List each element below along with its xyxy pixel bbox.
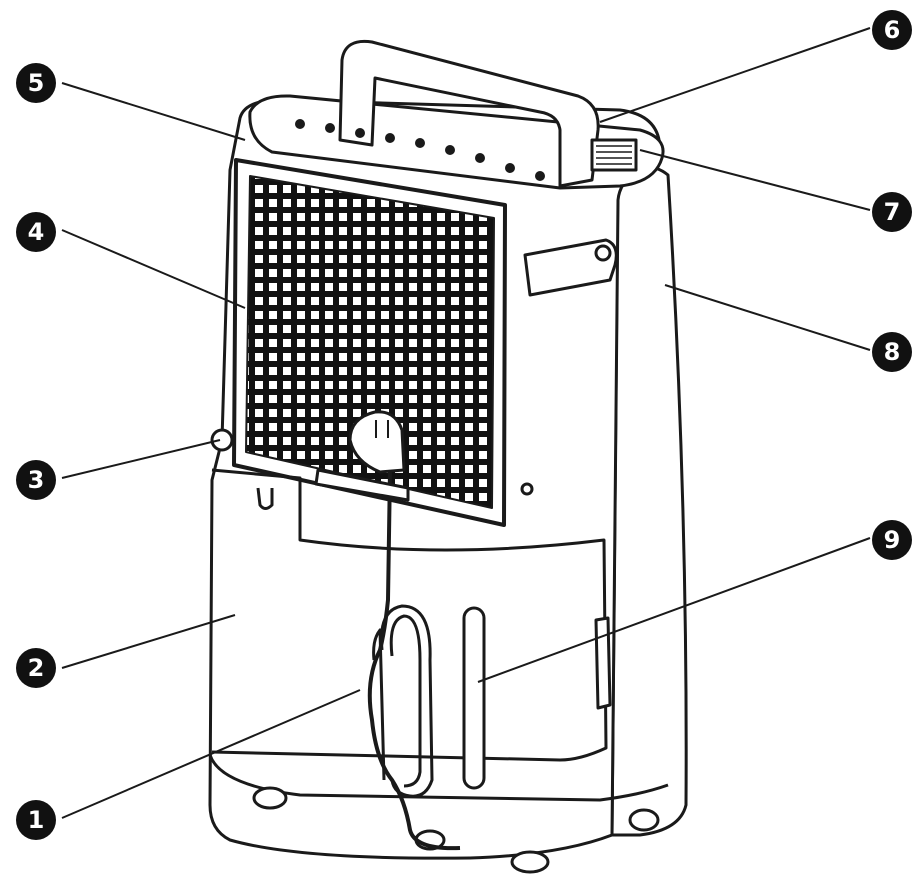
- wheel: [628, 808, 660, 832]
- callout-5: 5: [16, 63, 56, 103]
- callout-label-6: 6: [884, 16, 901, 44]
- callout-label-2: 2: [28, 654, 45, 682]
- leader-line-5: [61, 82, 246, 141]
- right-side-panel: [610, 164, 688, 837]
- dehumidifier-unit: [208, 39, 688, 874]
- leader-line-8: [664, 284, 871, 351]
- callout-label-3: 3: [28, 466, 45, 494]
- water-tank-seam: [211, 468, 608, 762]
- front-indicator: [520, 482, 534, 496]
- callout-4: 4: [16, 212, 56, 252]
- callout-2: 2: [16, 648, 56, 688]
- cord-coil: [372, 604, 434, 798]
- wheel: [252, 786, 288, 810]
- side-handle-knob: [594, 244, 612, 262]
- leader-line-1: [61, 689, 361, 819]
- callout-label-9: 9: [884, 526, 901, 554]
- tank-side-grip: [594, 616, 612, 710]
- callout-7: 7: [872, 192, 912, 232]
- power-plug: [348, 410, 406, 474]
- carry-handle: [338, 39, 600, 188]
- water-level-window: [462, 606, 486, 790]
- callout-label-7: 7: [884, 198, 901, 226]
- panel-buttons: [295, 119, 545, 181]
- callout-label-4: 4: [28, 218, 45, 246]
- callout-label-1: 1: [28, 806, 45, 834]
- base: [208, 754, 669, 802]
- outlet-slats: [596, 145, 632, 165]
- leader-line-6: [599, 27, 871, 123]
- leader-line-4: [61, 229, 246, 309]
- wheel: [510, 850, 550, 874]
- callout-1: 1: [16, 800, 56, 840]
- air-outlet: [590, 138, 638, 172]
- callout-label-5: 5: [28, 69, 45, 97]
- leader-line-7: [639, 149, 871, 211]
- drain-outlet: [210, 428, 234, 452]
- leader-line-9: [477, 537, 871, 683]
- callout-badges: 1 2 3 4 5 6 7 8: [16, 10, 912, 840]
- cord-hook: [314, 468, 410, 502]
- tank-hook: [256, 487, 274, 510]
- callout-6: 6: [872, 10, 912, 50]
- leader-line-2: [61, 614, 236, 669]
- air-filter-grille: [245, 175, 495, 509]
- callout-3: 3: [16, 460, 56, 500]
- leader-line-3: [61, 439, 221, 479]
- leader-lines: [61, 27, 871, 819]
- callout-8: 8: [872, 332, 912, 372]
- callout-9: 9: [872, 520, 912, 560]
- side-handle: [523, 238, 618, 297]
- callout-label-8: 8: [884, 338, 901, 366]
